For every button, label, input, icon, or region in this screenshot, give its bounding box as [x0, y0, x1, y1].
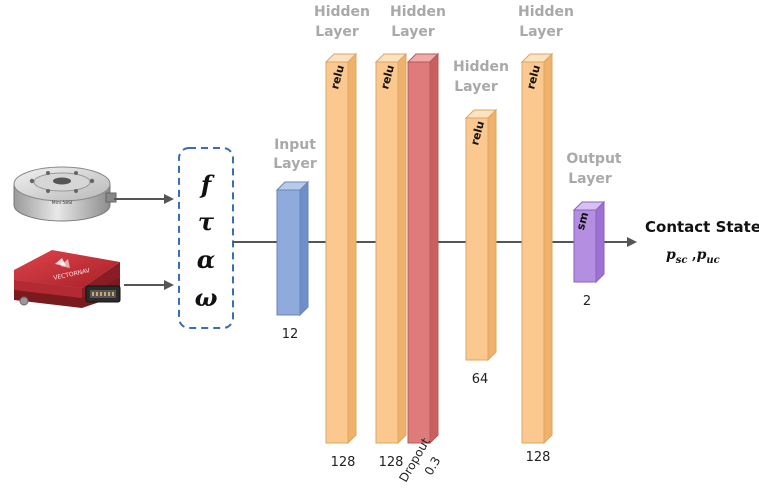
- hidden-layer-2-label-1: Hidden: [390, 4, 446, 20]
- hidden-layer-2-block: [374, 52, 408, 445]
- dropout-layer-block: [406, 52, 440, 445]
- hidden-layer-2-units: 128: [379, 455, 404, 470]
- hidden-layer-3-units: 64: [472, 372, 489, 387]
- output-layer-label-1: Output: [566, 151, 622, 167]
- hidden-layer-1-label-1: Hidden: [314, 4, 370, 20]
- hidden-layer-1-label-2: Layer: [315, 24, 359, 40]
- force-torque-sensor-image: Mini 58SI: [13, 166, 117, 222]
- hidden-layer-4-activation: relu: [524, 64, 543, 91]
- p-sc-base: p: [666, 247, 676, 263]
- hidden-layer-2-label-2: Layer: [391, 24, 435, 40]
- dropout-rate: 0.3: [422, 454, 444, 478]
- hidden-layer-4-label-2: Layer: [519, 24, 563, 40]
- output-layer-units: 2: [583, 294, 591, 309]
- imu-sensor-image: VECTORNAV: [14, 250, 121, 308]
- input-layer-block: [275, 180, 310, 317]
- contact-state-probabilities: psc ,puc: [666, 247, 720, 266]
- hidden-layer-3-activation: relu: [468, 120, 487, 147]
- feature-omega: ω: [195, 283, 218, 312]
- p-sc-subscript: sc: [676, 255, 688, 266]
- input-layer-label-1: Input: [274, 137, 316, 153]
- hidden-layer-4-units: 128: [526, 450, 551, 465]
- input-layer-units: 12: [282, 327, 299, 342]
- contact-state-title: Contact State: [645, 218, 759, 236]
- hidden-layer-4-label-1: Hidden: [518, 4, 574, 20]
- force-torque-sensor-text: Mini 58SI: [52, 200, 73, 206]
- hidden-layer-4-block: [520, 52, 554, 445]
- hidden-layer-3-block: [464, 108, 498, 362]
- output-layer-label-2: Layer: [568, 171, 612, 187]
- hidden-layer-3-label-1: Hidden: [453, 59, 509, 75]
- p-uc-subscript: uc: [706, 255, 719, 266]
- hidden-layer-3-label-2: Layer: [454, 79, 498, 95]
- p-uc-base: p: [697, 247, 707, 263]
- input-layer-label-2: Layer: [273, 156, 317, 172]
- output-layer-activation: sm: [574, 211, 591, 232]
- feature-alpha: α: [197, 245, 215, 274]
- hidden-layer-1-block: [324, 52, 358, 445]
- hidden-layer-1-activation: relu: [328, 64, 347, 91]
- feature-torque: τ: [198, 207, 215, 236]
- feature-force: f: [199, 170, 215, 199]
- hidden-layer-1-units: 128: [331, 455, 356, 470]
- input-features-box: [178, 147, 234, 329]
- output-layer-block: [572, 200, 606, 284]
- probability-separator: ,: [688, 248, 697, 263]
- hidden-layer-2-activation: relu: [378, 64, 397, 91]
